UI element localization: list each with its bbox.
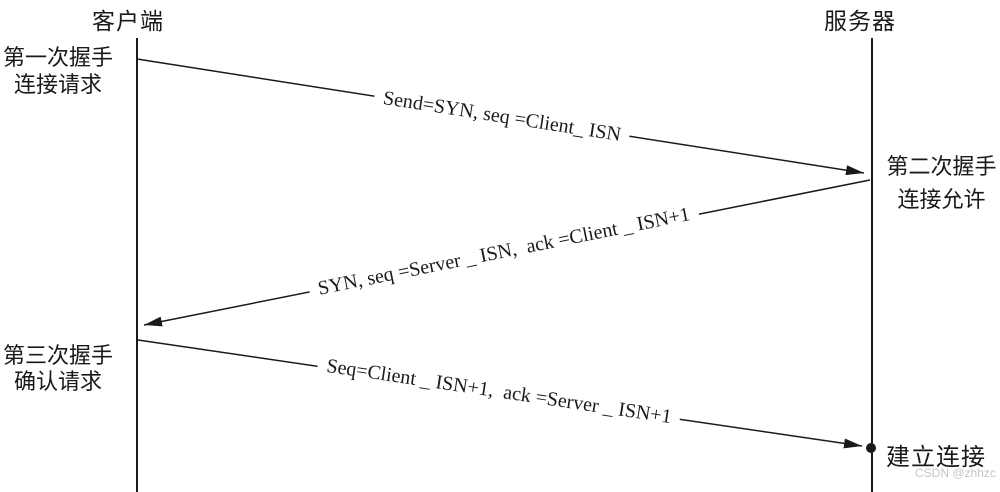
step2-side-label: 第二次握手 连接允许 (883, 150, 1000, 216)
step1-label-line1: 第一次握手 (2, 45, 113, 70)
step1-label-line2: 连接请求 (13, 72, 102, 97)
step3-label-line1: 第三次握手 (2, 343, 113, 368)
actor-label-client: 客户端 (92, 9, 164, 34)
actor-label-server: 服务器 (824, 9, 896, 34)
step3-side-label: 第三次握手 确认请求 (0, 343, 116, 395)
step2-label-line1: 第二次握手 (886, 154, 997, 179)
step1-side-label: 第一次握手 连接请求 (0, 44, 116, 98)
step3-label-line2: 确认请求 (13, 369, 102, 394)
step2-label-line2: 连接允许 (897, 187, 986, 212)
connection-established-label: 建立连接 (886, 445, 986, 471)
watermark: CSDN @zhhzc (915, 466, 996, 480)
connection-established-dot (866, 443, 876, 453)
